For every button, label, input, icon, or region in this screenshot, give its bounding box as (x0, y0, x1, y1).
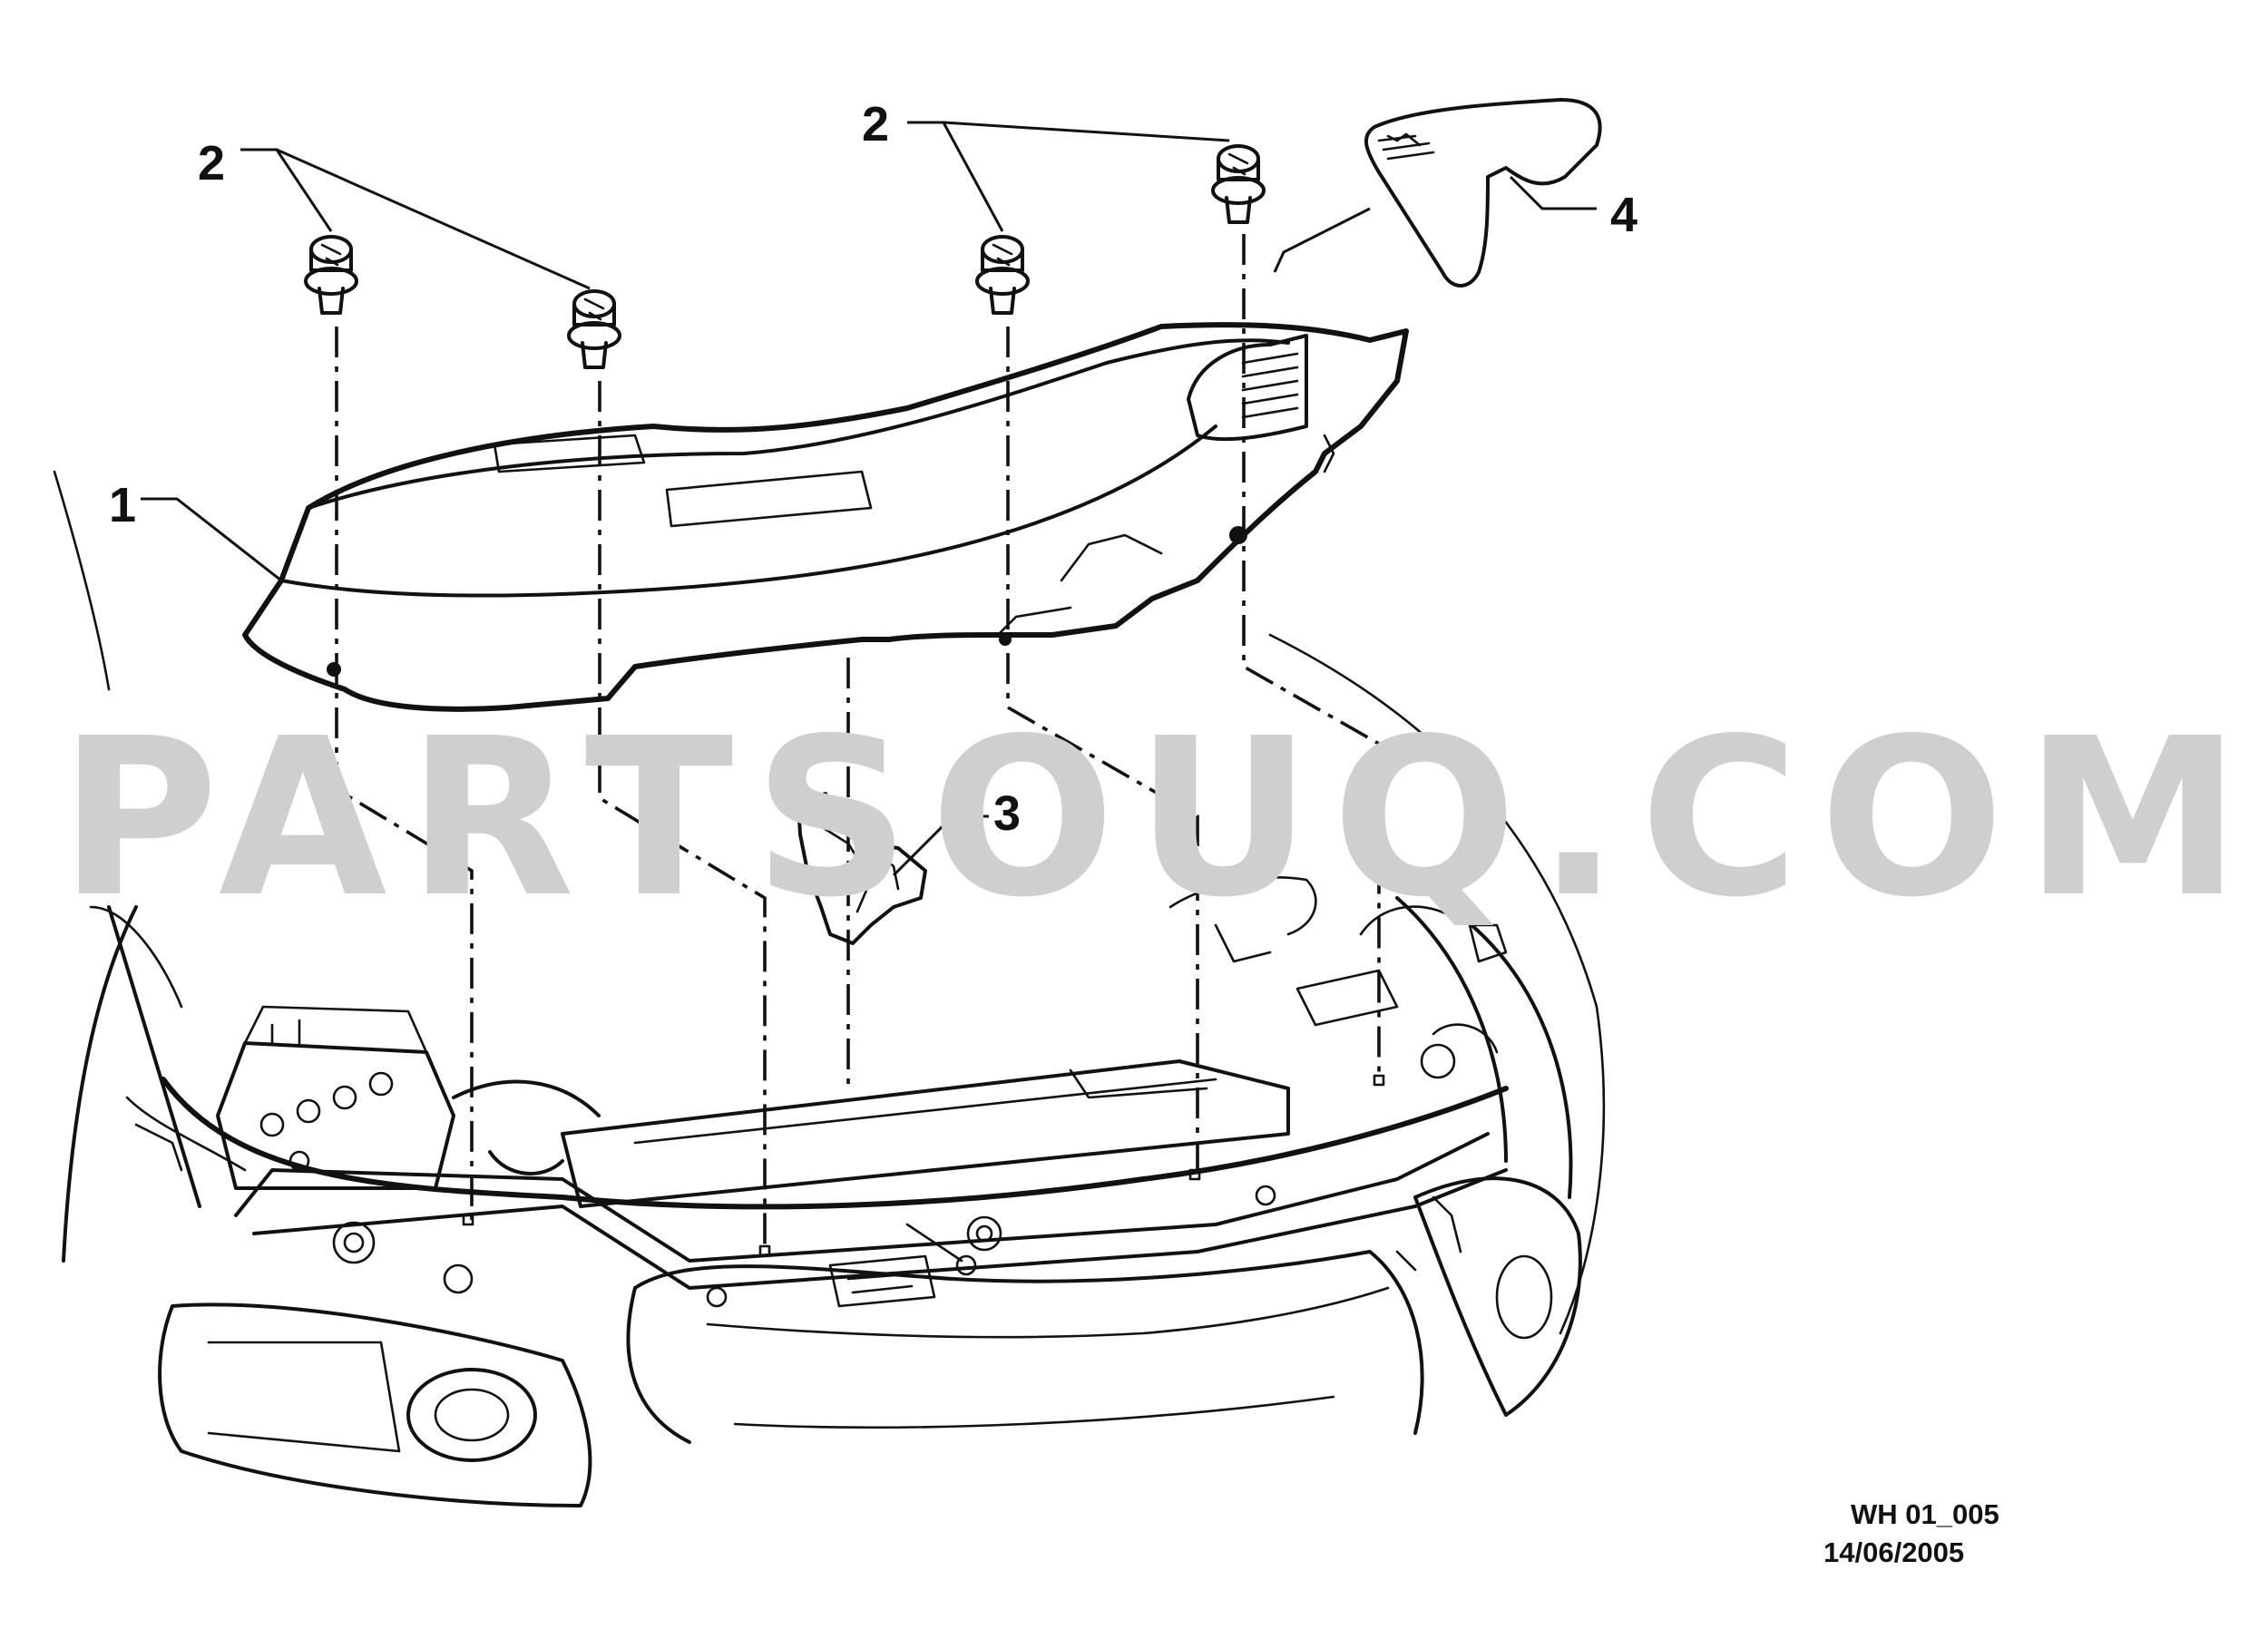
assembly-lines (335, 234, 1381, 1252)
watermark-text: PARTSOUQ.COM (59, 691, 2261, 945)
vehicle-front-end (53, 470, 1606, 1507)
callout-label-plate: 4 (1610, 188, 1637, 242)
leader-lines (141, 121, 1597, 877)
clip-part-2 (567, 289, 621, 369)
callout-bracket: 3 (993, 786, 1021, 841)
callout-cover: 1 (109, 478, 136, 532)
clip-part-3 (975, 235, 1030, 315)
engine-cover-part (242, 322, 1409, 712)
clip-part-4 (1211, 144, 1266, 224)
callout-clip-right: 2 (862, 97, 889, 151)
callout-clip-left: 2 (198, 136, 225, 190)
clip-part-1 (304, 235, 358, 315)
label-plate-part (1364, 98, 1602, 288)
drawing-date: 14/06/2005 (1823, 1536, 1964, 1568)
drawing-code: WH 01_005 (1851, 1498, 1999, 1530)
